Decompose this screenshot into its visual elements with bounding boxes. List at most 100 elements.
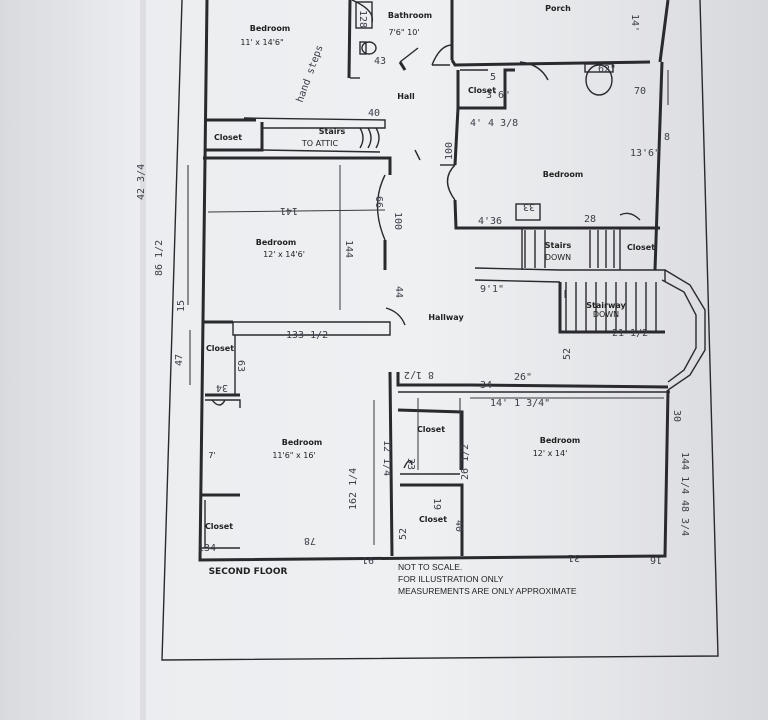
room-closet-stairs-name: Closet — [627, 243, 655, 252]
room-bedroom-bottom-left-size: 11'6" x 16' — [272, 451, 315, 460]
room-bedroom-mid-left-name: Bedroom — [256, 238, 297, 247]
room-closet-bottom-left-name: Closet — [205, 522, 233, 531]
hand-48-3-4: 48 3/4 — [679, 500, 690, 536]
hand-40-bath: 40 — [368, 108, 380, 119]
hand-13-6: 13'6" — [630, 148, 660, 159]
hand-31: 31 — [568, 552, 580, 563]
paper-fold — [140, 0, 146, 720]
hand-52-stair: 52 — [562, 348, 573, 360]
room-closet-mid-left-name: Closet — [206, 344, 234, 353]
hand-66: 66 — [373, 196, 384, 208]
hand-33: 33 — [405, 458, 416, 470]
room-bedroom-mid-left-size: 12' x 14'6' — [263, 250, 305, 259]
bathroom-fixtures — [355, 1, 377, 55]
hand-4-36: 4'36 — [478, 216, 502, 227]
hand-134: 134 — [198, 543, 216, 554]
plan-title: SECOND FLOOR — [209, 567, 288, 577]
room-bathroom-name: Bathroom — [388, 11, 432, 20]
plan-note-1: NOT TO SCALE. — [398, 562, 462, 572]
hand-5: 5 — [490, 72, 496, 83]
plan-note-2: FOR ILLUSTRATION ONLY — [398, 574, 504, 584]
hand-steps-note: hand steps — [295, 44, 326, 104]
hand-8-1-2: 8 1/2 — [404, 369, 434, 380]
room-stairway-name: Stairway — [586, 301, 626, 310]
hand-14-1-3-4: 14' 1 3/4" — [490, 398, 550, 409]
hand-78: 78 — [304, 535, 316, 546]
hand-43: 43 — [374, 56, 386, 67]
hand-40: 40 — [453, 520, 464, 532]
hand-52: 52 — [398, 528, 409, 540]
hand-100-right: 100 — [444, 142, 455, 160]
room-porch-name: Porch — [545, 4, 571, 13]
hand-12-1-4: 12 1/4 — [381, 440, 392, 476]
toilet-icon — [361, 41, 377, 55]
room-closet-bottom-center-name: Closet — [419, 515, 447, 524]
tub-icon — [355, 1, 373, 29]
printed-dim-7ft: 7' — [208, 451, 215, 460]
hand-144-1-4: 144 1/4 — [679, 452, 690, 494]
hand-15: 15 — [176, 300, 187, 312]
hand-91: 91 — [362, 554, 374, 565]
room-closet-top-left-name: Closet — [214, 133, 242, 142]
porch-fixture — [584, 63, 614, 96]
hand-141: 141 — [280, 205, 298, 216]
stairway-treads — [565, 282, 657, 332]
hand-34-left: 34 — [216, 382, 228, 393]
hand-34: 34 — [480, 380, 492, 391]
hand-26-1-2: 26 1/2 — [460, 444, 471, 480]
room-stairs-attic-name: Stairs — [319, 127, 346, 136]
room-bedroom-bottom-right-size: 12' x 14' — [533, 449, 568, 458]
room-bedroom-bottom-left-name: Bedroom — [282, 438, 323, 447]
room-closet-hall-name: Closet — [468, 86, 496, 95]
hand-21-1-2: 21 1/2 — [612, 328, 648, 339]
hand-9-1: 9'1" — [480, 284, 504, 295]
hand-8: 8 — [664, 132, 670, 143]
room-closet-center-name: Closet — [417, 425, 445, 434]
toilet-tank-icon — [359, 41, 367, 55]
hand-33-door: 33 — [523, 201, 535, 212]
page-border — [161, 0, 719, 661]
hand-14-top: 14' — [629, 14, 640, 32]
hand-16: 16 — [650, 554, 662, 565]
room-bathroom-size: 7'6" 10' — [389, 28, 420, 37]
hand-30: 30 — [671, 410, 682, 422]
hand-128: 128 — [357, 10, 368, 28]
hand-19: 19 — [431, 498, 442, 510]
hand-3-6: 3'6" — [486, 90, 510, 101]
door-swings — [211, 0, 641, 469]
room-bedroom-top-left-name: Bedroom — [250, 24, 291, 33]
hand-86-1-2: 86 1/2 — [154, 240, 165, 276]
attic-stair-treads — [359, 127, 380, 149]
room-stairs-attic-sub: TO ATTIC — [301, 139, 339, 148]
hand-4-4-3-8: 4' 4 3/8 — [470, 118, 518, 129]
exterior-walls — [198, 0, 670, 562]
room-hall-name: Hall — [397, 92, 415, 101]
hand-26: 26" — [514, 372, 532, 383]
porch-tank-icon — [585, 64, 613, 96]
hand-28: 28 — [584, 214, 596, 225]
hand-100: 100 — [392, 212, 403, 230]
room-stairs-down-name: Stairs — [545, 241, 572, 250]
room-bedroom-bottom-right-name: Bedroom — [540, 436, 581, 445]
hand-47: 47 — [174, 354, 185, 366]
interior-walls — [200, 0, 706, 557]
hand-42-3-4: 42 3/4 — [136, 164, 147, 200]
plan-note-3: MEASUREMENTS ARE ONLY APPROXIMATE — [398, 586, 577, 596]
hand-133-1-2: 133 1/2 — [286, 330, 328, 341]
hand-70: 70 — [634, 86, 646, 97]
room-stairway-sub: DOWN — [593, 310, 619, 319]
hand-144: 144 — [343, 240, 354, 258]
hand-62: 62" — [598, 64, 616, 75]
hand-63: 63 — [235, 360, 246, 372]
handwritten-dimension-lines — [187, 70, 669, 545]
room-bedroom-top-left-size: 11' x 14'6" — [240, 38, 283, 47]
room-hallway-name: Hallway — [428, 313, 464, 322]
hand-162-1-4: 162 1/4 — [348, 468, 359, 510]
room-stairs-down-sub: DOWN — [545, 253, 571, 262]
hand-44: 44 — [393, 286, 404, 298]
stairs-down-treads — [524, 230, 615, 268]
room-bedroom-right-name: Bedroom — [543, 170, 584, 179]
chimney-icon — [515, 203, 541, 221]
